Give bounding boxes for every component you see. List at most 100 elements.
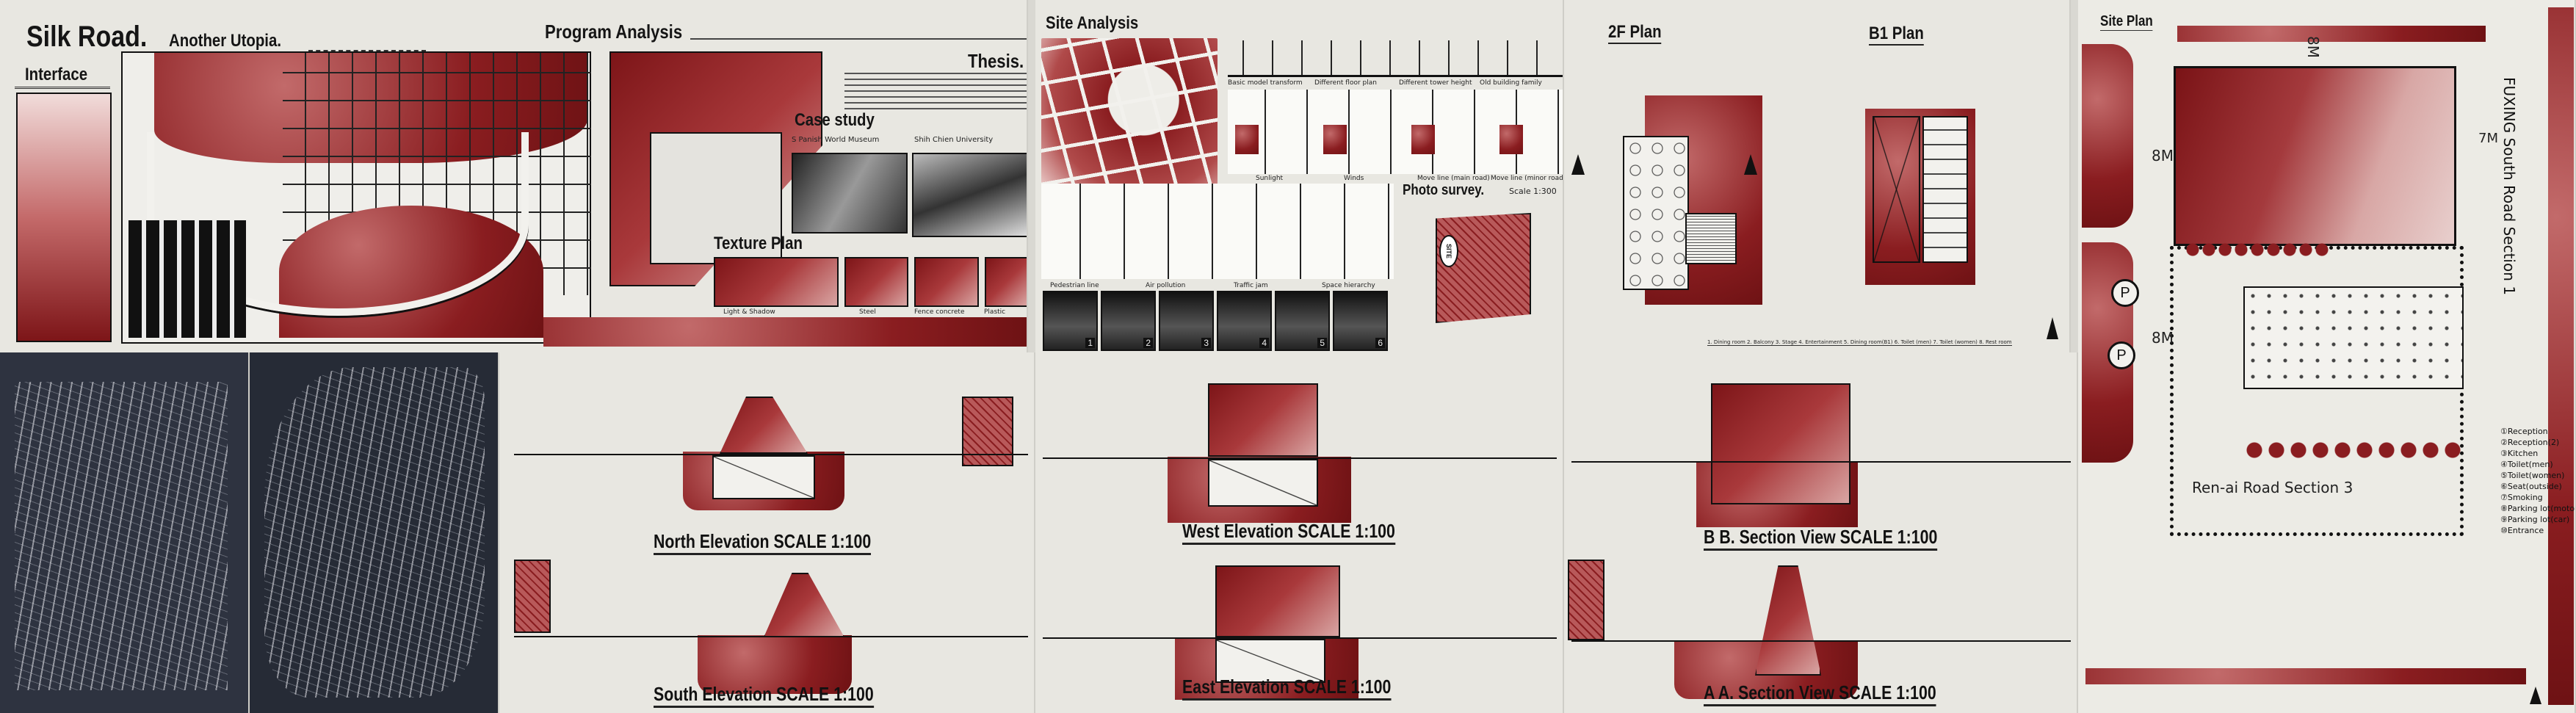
analysis-label-traffic: Traffic jam — [1234, 282, 1268, 289]
legend-item: ⑦Smoking — [2500, 493, 2543, 502]
site-analysis-heading: Site Analysis — [1046, 13, 1139, 33]
site-plan-legend: ①Reception ②Reception(2) ③Kitchen ④Toile… — [2500, 426, 2576, 536]
sketch-texture — [264, 367, 485, 698]
dim-left-1: 8M — [2152, 147, 2174, 164]
texture-light-shadow — [714, 257, 839, 307]
section-bb-ground-line — [1571, 461, 2071, 463]
photo-number: 3 — [1201, 338, 1211, 348]
plan-2f-stair — [1685, 213, 1737, 264]
site-plan-heading: Site Plan — [2100, 13, 2153, 31]
photo-number: 2 — [1143, 338, 1153, 348]
program-analysis-heading: Program Analysis — [545, 21, 683, 43]
floor-plans-board: 2F Plan B1 Plan 1. Dining room 2. Balcon… — [1564, 0, 2071, 352]
plan-2f-dining — [1623, 136, 1689, 290]
building-footprint — [2243, 286, 2464, 389]
south-elevation-ground — [698, 635, 852, 694]
analysis-label-pedestrian: Pedestrian line — [1050, 282, 1099, 289]
analysis-site-marker-4 — [1499, 125, 1523, 154]
elevations-we-board: West Elevation SCALE 1:100 East Elevatio… — [1035, 352, 1564, 713]
photo-survey-site — [1436, 213, 1531, 323]
north-road-edge — [2177, 26, 2486, 42]
photo-number: 1 — [1085, 338, 1095, 348]
plan-b1-heading: B1 Plan — [1869, 23, 1924, 46]
section-aa-caption: A A. Section View SCALE 1:100 — [1704, 681, 1936, 706]
plan-2f-heading: 2F Plan — [1608, 22, 1662, 44]
survey-photo-1: 1 — [1043, 291, 1098, 351]
texture-label-3: Fence concrete — [914, 308, 965, 316]
south-ground-line — [514, 636, 1028, 637]
plan-legend: 1. Dining room 2. Balcony 3. Stage 4. En… — [1707, 339, 2012, 346]
interface-drawing — [16, 93, 112, 342]
analysis-label-air: Air pollution — [1146, 282, 1186, 289]
title-underline — [308, 50, 426, 51]
case-study-heading: Case study — [795, 110, 875, 130]
interface-heading: Interface — [25, 65, 88, 84]
diagram-label-2: Different floor plan — [1314, 79, 1377, 87]
section-aa-side-panel — [1568, 560, 1604, 640]
photo-survey-scale: Scale 1:300 — [1509, 187, 1557, 196]
case-study-photo-1 — [792, 153, 908, 234]
project-subtitle: Another Utopia. — [169, 31, 281, 51]
legend-item: ⑩Entrance — [2500, 526, 2544, 535]
south-elevation-building — [764, 573, 844, 637]
texture-label-2: Steel — [859, 308, 876, 316]
survey-photo-4: 4 — [1217, 291, 1272, 351]
elevations-ns-board: North Elevation SCALE 1:100 South Elevat… — [499, 352, 1035, 713]
tree-row-top — [2185, 242, 2331, 257]
texture-steel — [844, 257, 909, 307]
survey-photo-5: 5 — [1275, 291, 1330, 351]
north-elevation-building — [720, 397, 808, 454]
north-arrow-icon — [2047, 317, 2058, 339]
site-plan-board: Site Plan 8M 8M 8M 7M P P FUXING South R… — [2078, 0, 2576, 713]
parking-icon: P — [2111, 279, 2139, 307]
photo-number: 4 — [1259, 338, 1269, 348]
survey-photo-6: 6 — [1333, 291, 1388, 351]
analysis-site-marker-1 — [1235, 125, 1259, 154]
south-side-panel — [514, 560, 551, 633]
site-analysis-board: Site Analysis Basic model transform Diff… — [1035, 0, 1564, 352]
survey-photo-3: 3 — [1159, 291, 1214, 351]
case-study-2-label: Shih Chien University — [914, 136, 994, 144]
thesis-text-block — [844, 70, 1027, 114]
analysis-label-minor-road: Move line (minor road) — [1491, 175, 1564, 182]
thesis-heading: Thesis. — [968, 50, 1024, 72]
south-road-edge — [2085, 668, 2526, 684]
plan-b1-rooms — [1922, 116, 1968, 263]
diagram-label-3: Different tower height — [1399, 79, 1472, 87]
massing-diagram-row — [1228, 40, 1563, 77]
legend-item: ⑥Seat(outside) — [2500, 482, 2562, 491]
main-site-wash — [2174, 66, 2456, 246]
plan-b1-void — [1873, 116, 1920, 263]
section-aa-ground-line — [1571, 640, 2071, 642]
analysis-label-hierarchy: Space hierarchy — [1322, 282, 1375, 289]
diagram-label-1: Basic model transform — [1228, 79, 1303, 87]
dark-building-block — [129, 220, 246, 338]
charcoal-sketch-1 — [0, 352, 250, 713]
analysis-site-marker-2 — [1323, 125, 1347, 154]
site-label-oval: SITE — [1439, 235, 1458, 267]
east-elevation-building — [1215, 565, 1340, 637]
road-label-fuxing: FUXING South Road Section 1 — [2500, 77, 2518, 295]
section-arrow-icon — [1744, 154, 1757, 175]
legend-item: ⑧Parking lot(moto) — [2500, 504, 2576, 513]
section-arrow-icon — [1571, 154, 1585, 175]
photo-strip: 1 2 3 4 5 6 — [1043, 291, 1388, 351]
case-study-1-label: S Panish World Museum — [792, 136, 880, 144]
site-map-roads — [1041, 38, 1218, 185]
east-elevation-caption: East Elevation SCALE 1:100 — [1182, 676, 1392, 701]
north-ground-line — [514, 454, 1028, 455]
analysis-grid-row-2 — [1041, 184, 1394, 279]
texture-label-4: Plastic — [984, 308, 1006, 316]
west-elevation-caption: West Elevation SCALE 1:100 — [1182, 520, 1395, 545]
north-elevation-caption: North Elevation SCALE 1:100 — [654, 530, 872, 555]
texture-plan-heading: Texture Plan — [714, 234, 803, 253]
north-side-panel — [962, 397, 1013, 466]
case-study-photo-2 — [912, 153, 1027, 237]
legend-item: ⑤Toilet(women) — [2500, 471, 2565, 480]
south-elevation-caption: South Elevation SCALE 1:100 — [654, 683, 874, 708]
survey-photo-2: 2 — [1101, 291, 1156, 351]
sketch-texture — [15, 382, 228, 690]
photo-number: 5 — [1317, 338, 1327, 348]
dim-left-2: 8M — [2152, 329, 2174, 347]
west-ground-line — [1043, 457, 1557, 459]
